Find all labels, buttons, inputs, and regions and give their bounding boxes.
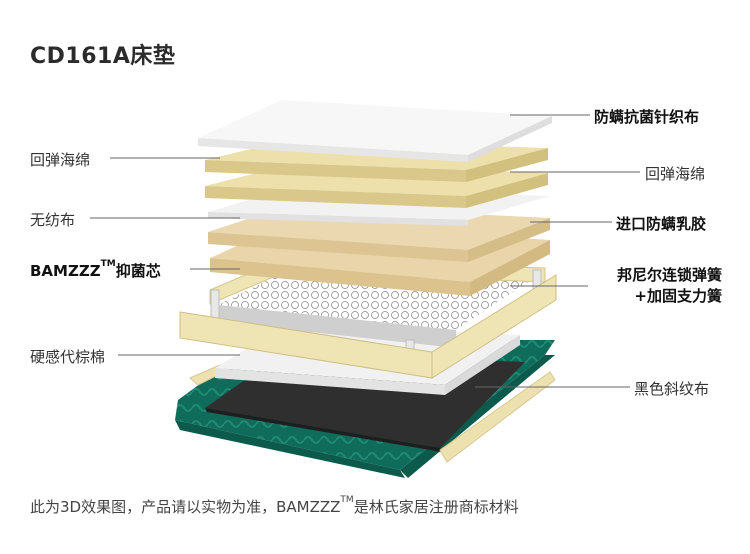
label-black-fabric: 黑色斜纹布 — [634, 380, 710, 398]
label-rebound-foam-left: 回弹海绵 — [30, 151, 91, 169]
label-bamzzz-tm: TM — [100, 259, 116, 269]
label-springs-line2: +加固支力簧 — [634, 287, 722, 305]
label-latex: 进口防螨乳胶 — [616, 215, 707, 233]
label-springs: 邦尼尔连锁弹簧 +加固支力簧 — [592, 264, 722, 306]
footer-text-pre: 此为3D效果图，产品请以实物为准，BAMZZZ — [30, 498, 341, 516]
footer-disclaimer: 此为3D效果图，产品请以实物为准，BAMZZZTM是林氏家居注册商标材料 — [30, 495, 519, 517]
footer-tm: TM — [340, 495, 354, 505]
label-knit-fabric: 防螨抗菌针织布 — [594, 108, 700, 126]
knit-fabric-layer — [198, 100, 552, 162]
label-palm-cotton: 硬感代棕棉 — [30, 348, 106, 366]
label-bamzzz-core: BAMZZZTM抑菌芯 — [30, 259, 161, 281]
label-rebound-foam-right: 回弹海绵 — [645, 165, 706, 183]
label-nonwoven: 无纺布 — [30, 211, 76, 229]
label-springs-line1: 邦尼尔连锁弹簧 — [616, 266, 722, 284]
label-bamzzz-brand: BAMZZZ — [30, 262, 101, 280]
label-bamzzz-suffix: 抑菌芯 — [115, 262, 161, 280]
footer-text-post: 是林氏家居注册商标材料 — [353, 498, 519, 516]
page-title: CD161A床垫 — [30, 44, 176, 69]
